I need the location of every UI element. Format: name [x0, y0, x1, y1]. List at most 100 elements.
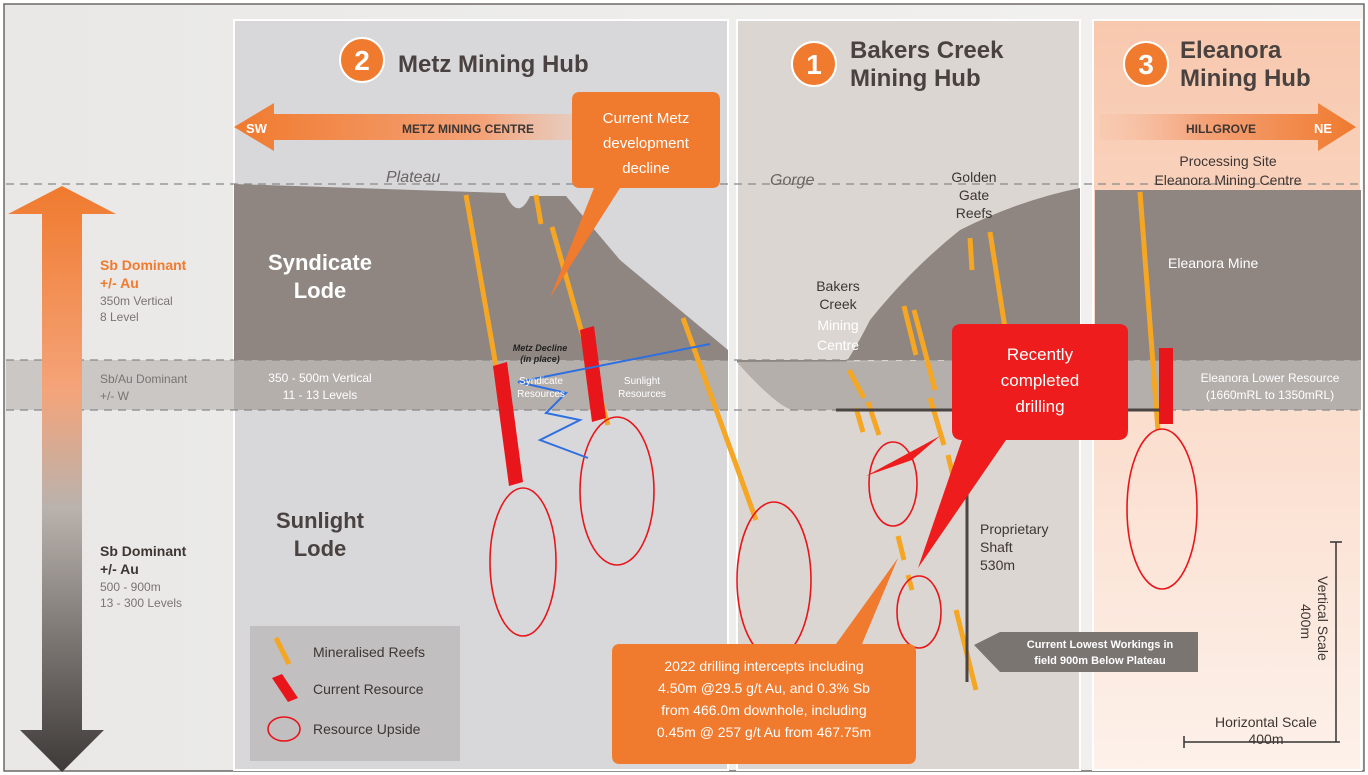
- processing-label: Eleanora Mining Centre: [1154, 172, 1301, 188]
- depth-bottom-title: Sb Dominant: [100, 543, 187, 559]
- bakers-centre-label: Creek: [819, 296, 857, 312]
- golden-gate-label: Golden: [951, 169, 996, 185]
- hub-title: Bakers Creek: [850, 37, 1004, 64]
- sunlight-resources-label: Sunlight: [624, 376, 660, 387]
- legend-upside-swatch: [267, 716, 301, 742]
- metz-decline-label: Metz Decline: [513, 343, 568, 353]
- legend-reefs-label: Mineralised Reefs: [313, 644, 425, 660]
- processing-label: Processing Site: [1179, 153, 1276, 169]
- depth-top-sub: 8 Level: [100, 310, 139, 324]
- legend-upside-label: Resource Upside: [313, 721, 421, 737]
- sw-label: SW: [246, 121, 268, 136]
- legend-resource-label: Current Resource: [313, 681, 424, 697]
- plateau-label: Plateau: [386, 169, 440, 186]
- hub-number-circle: [339, 37, 385, 83]
- resource-upside: [489, 487, 557, 637]
- current-resource: [1159, 348, 1173, 424]
- resource-upside: [896, 575, 942, 649]
- reef: [533, 194, 544, 225]
- syndicate-resources-label: Syndicate: [519, 376, 563, 387]
- golden-gate-label: Gate: [959, 187, 990, 203]
- resource-upside: [579, 416, 655, 566]
- reef: [911, 309, 938, 391]
- hillgrove-label: HILLGROVE: [1186, 122, 1256, 136]
- callout-lowest-bubble: [974, 632, 1198, 672]
- reef: [853, 407, 866, 433]
- eleanora-mine-label: Eleanora Mine: [1168, 255, 1258, 271]
- band-label: 11 - 13 Levels: [283, 388, 358, 402]
- current-resource: [580, 326, 606, 422]
- bakers-centre-label: Centre: [817, 337, 859, 353]
- eleanora-lower-label: (1660mRL to 1350mRL): [1206, 388, 1334, 402]
- syndicate-lode-label: Lode: [294, 278, 347, 303]
- legend-reef-swatch: [273, 636, 292, 666]
- shaft-label: Proprietary: [980, 521, 1048, 537]
- callout-lowest-text: field 900m Below Plateau: [1034, 655, 1165, 667]
- vertical-scale-label: 400m: [1298, 604, 1314, 639]
- hub-number: 1: [806, 49, 822, 80]
- hub-number: 3: [1138, 49, 1154, 80]
- hub-number-circle: [791, 41, 837, 87]
- ne-label: NE: [1314, 121, 1332, 136]
- bakers-centre-label: Mining: [817, 317, 858, 333]
- horizontal-scale-label: Horizontal Scale: [1215, 714, 1317, 730]
- metz-centre-label: METZ MINING CENTRE: [402, 122, 534, 136]
- callout-recent-text: drilling: [1015, 397, 1064, 416]
- sunlight-lode-label: Sunlight: [276, 508, 365, 533]
- callout-intercept-text: 0.45m @ 257 g/t Au from 467.75m: [657, 724, 871, 740]
- reef: [846, 368, 867, 400]
- callout-metz-text: development: [603, 135, 690, 152]
- depth-mid-label: Sb/Au Dominant: [100, 372, 188, 386]
- depth-top-sub: 350m Vertical: [100, 294, 173, 308]
- reef: [927, 397, 947, 446]
- resource-upside: [868, 441, 918, 527]
- reef: [680, 317, 759, 521]
- sunlight-lode-label: Lode: [294, 536, 347, 561]
- syndicate-resources-label: Resources: [517, 389, 565, 400]
- sw-arrow: [234, 103, 590, 151]
- reef: [1137, 191, 1161, 431]
- metz-decline-label: (in place): [520, 354, 560, 364]
- callout-intercept-text: from 466.0m downhole, including: [661, 702, 866, 718]
- band-eleanora: [1095, 360, 1361, 410]
- callout-intercept-text: 4.50m @29.5 g/t Au, and 0.3% Sb: [658, 680, 870, 696]
- bakers-centre-label: Bakers: [816, 278, 860, 294]
- shaft-label: Shaft: [980, 539, 1013, 555]
- gorge-label: Gorge: [770, 172, 815, 189]
- ne-arrow: [1100, 103, 1356, 151]
- depth-bottom-title: +/- Au: [100, 561, 139, 577]
- hub-title: Eleanora: [1180, 37, 1282, 64]
- eleanora-lower-label: Eleanora Lower Resource: [1201, 371, 1340, 385]
- hub-title: Metz Mining Hub: [398, 51, 589, 78]
- callout-recent-text: Recently: [1007, 345, 1074, 364]
- reef: [967, 237, 975, 271]
- upside-group: [489, 416, 1198, 659]
- shaft-label: 530m: [980, 557, 1015, 573]
- callout-metz-bubble: [550, 92, 720, 298]
- callout-recent-tail: [866, 436, 940, 476]
- callout-recent-bubble: [918, 324, 1128, 568]
- hub-title-line2: Mining Hub: [1180, 65, 1311, 92]
- resource-upside: [1126, 428, 1198, 590]
- hub-number-circle: [1123, 41, 1169, 87]
- depth-bottom-sub: 13 - 300 Levels: [100, 596, 182, 610]
- callout-lowest-text: Current Lowest Workings in: [1027, 639, 1174, 651]
- hub-title-line2: Mining Hub: [850, 65, 981, 92]
- band-metz: [234, 360, 728, 410]
- depth-mid-label: +/- W: [100, 389, 130, 403]
- horizontal-scale-label: 400m: [1248, 731, 1283, 747]
- current-resource: [493, 362, 523, 486]
- callout-metz-text: Current Metz: [603, 110, 690, 127]
- reef: [901, 305, 919, 356]
- callout-recent-text: completed: [1001, 371, 1079, 390]
- callout-intercept-text: 2022 drilling intercepts including: [664, 658, 863, 674]
- hub-number: 2: [354, 45, 370, 76]
- reef: [905, 574, 915, 591]
- legend-resource-swatch: [272, 674, 298, 702]
- depth-arrow: [8, 186, 116, 772]
- golden-gate-label: Reefs: [956, 205, 993, 221]
- ground-eleanora: [1095, 190, 1361, 360]
- callout-metz-text: decline: [622, 160, 670, 177]
